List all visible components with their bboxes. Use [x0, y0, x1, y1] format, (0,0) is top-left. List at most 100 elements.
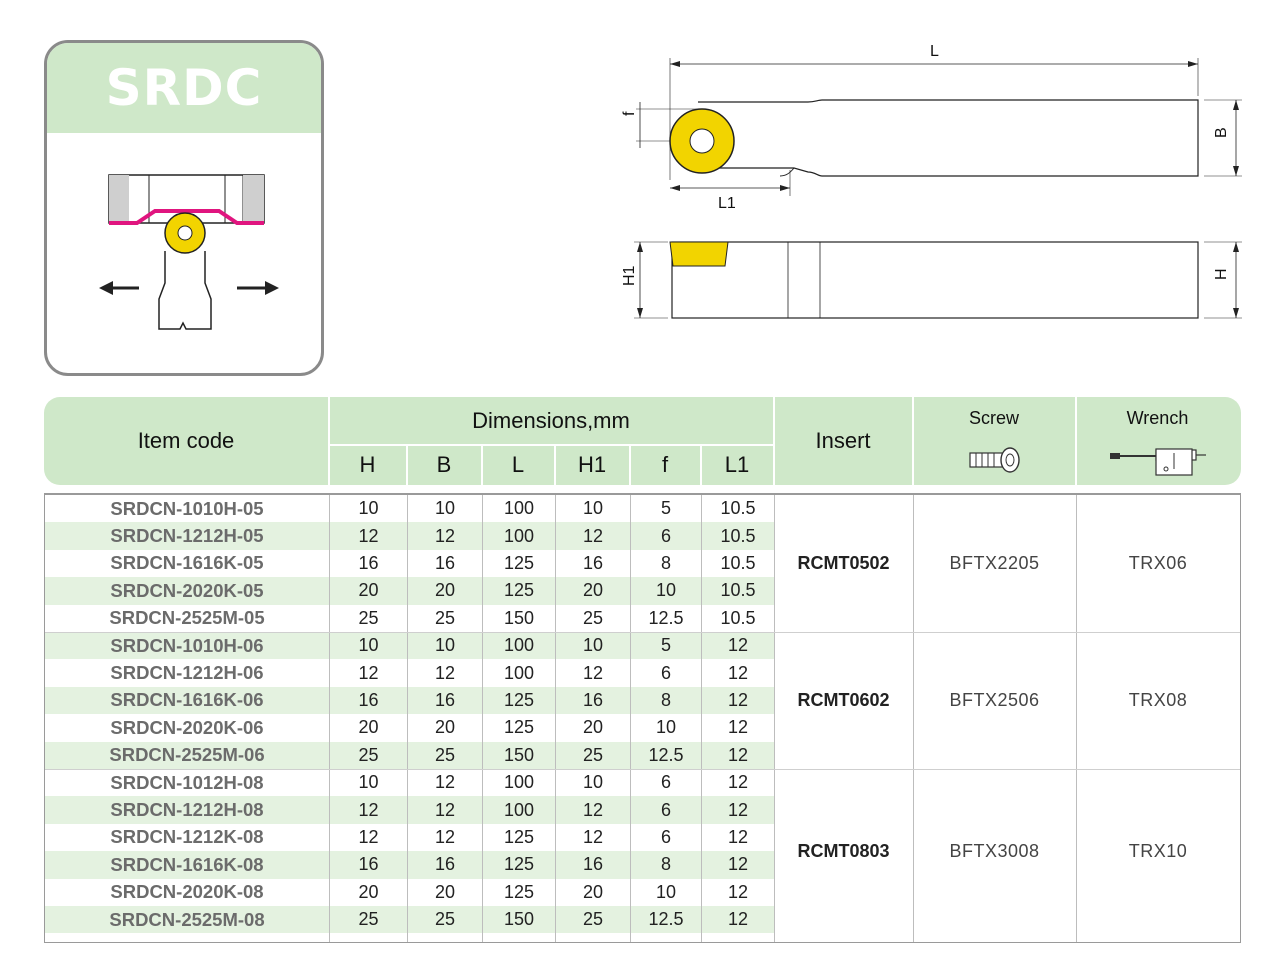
- dimension-cell: 20: [582, 580, 604, 601]
- dimension-cell: 16: [358, 552, 379, 573]
- item-code-cell: SRDCN-2525M-08: [109, 908, 265, 930]
- dimension-cell: 10.5: [720, 525, 756, 546]
- insert-cell: RCMT0502: [797, 553, 890, 573]
- screw-cell: BFTX3008: [949, 840, 1040, 861]
- header-item-code: Item code: [137, 428, 235, 453]
- dimension-cell: 12: [434, 826, 456, 847]
- item-code-cell: SRDCN-1212H-05: [110, 525, 264, 547]
- dimension-cell: 10.5: [720, 552, 756, 573]
- dimension-cell: 125: [503, 881, 535, 902]
- dimension-cell: 125: [503, 552, 535, 573]
- dimension-cell: 10: [655, 717, 677, 738]
- item-code-cell: SRDCN-1616K-08: [110, 853, 264, 875]
- header-col-L: L: [511, 452, 525, 477]
- dimension-cell: 5: [660, 498, 671, 519]
- dimension-cell: 25: [582, 744, 604, 765]
- dim-label-H1: H1: [621, 265, 638, 286]
- dimension-cell: 16: [582, 552, 604, 573]
- dimension-cell: 8: [660, 854, 671, 875]
- dimension-cell: 125: [503, 580, 535, 601]
- dimension-cell: 8: [660, 689, 671, 710]
- dimension-cell: 16: [434, 689, 456, 710]
- dimension-cell: 100: [503, 498, 535, 519]
- item-code-cell: SRDCN-1616K-05: [110, 552, 264, 574]
- wrench-cell: TRX10: [1128, 840, 1188, 861]
- dimension-cell: 25: [582, 607, 604, 628]
- dimension-cell: 25: [358, 607, 379, 628]
- dimension-cell: 10.5: [720, 580, 756, 601]
- dimension-cell: 12: [727, 635, 749, 656]
- dimension-cell: 100: [503, 772, 535, 793]
- dimension-cell: 6: [660, 525, 671, 546]
- dim-label-L1: L1: [718, 195, 736, 212]
- item-code-cell: SRDCN-2020K-06: [110, 716, 264, 738]
- dimension-cell: 12: [358, 525, 379, 546]
- dim-label-f: f: [621, 111, 638, 116]
- wrench-cell: TRX06: [1128, 553, 1188, 573]
- dimension-cell: 6: [660, 799, 671, 820]
- dimension-cell: 10: [582, 772, 604, 793]
- dimension-cell: 10: [655, 881, 677, 902]
- dimension-cell: 10: [434, 498, 456, 519]
- dim-label-H: H: [1213, 268, 1230, 280]
- dimension-cell: 150: [503, 607, 535, 628]
- dimension-cell: 10.5: [720, 607, 756, 628]
- dimension-cell: 10: [582, 498, 604, 519]
- dimension-cell: 12: [727, 881, 749, 902]
- dimension-cell: 100: [503, 799, 535, 820]
- dimension-cell: 20: [434, 580, 456, 601]
- dim-label-L: L: [930, 43, 939, 60]
- dimension-cell: 16: [434, 854, 456, 875]
- dimension-cell: 12: [727, 744, 749, 765]
- item-code-cell: SRDCN-2020K-08: [110, 881, 264, 903]
- dimension-cell: 20: [434, 881, 456, 902]
- dimension-cell: 10.5: [720, 498, 756, 519]
- dimension-cell: 12: [434, 772, 456, 793]
- dimension-cell: 16: [358, 689, 379, 710]
- dimension-cell: 6: [660, 662, 671, 683]
- dimension-cell: 16: [582, 689, 604, 710]
- dim-label-B: B: [1213, 127, 1230, 138]
- holder-dimension-drawing: L f L1 B H1 H: [621, 43, 1242, 319]
- wrench-icon: [1110, 448, 1206, 476]
- dimension-cell: 100: [503, 662, 535, 683]
- dimension-cell: 12: [727, 826, 749, 847]
- dimension-cell: 12: [727, 772, 749, 793]
- item-code-cell: SRDCN-2020K-05: [110, 579, 264, 601]
- item-code-cell: SRDCN-1212H-08: [110, 799, 264, 821]
- dimension-cell: 25: [358, 909, 379, 930]
- dimension-cell: 12: [727, 717, 749, 738]
- dimension-cell: 10: [358, 635, 379, 656]
- dimension-cell: 10: [655, 580, 677, 601]
- dimension-cell: 150: [503, 909, 535, 930]
- screw-cell: BFTX2205: [949, 553, 1040, 573]
- dimension-cell: 25: [434, 744, 456, 765]
- dimension-cell: 10: [358, 772, 379, 793]
- dimension-cell: 25: [434, 909, 456, 930]
- item-code-cell: SRDCN-1012H-08: [110, 771, 264, 793]
- dimension-cell: 10: [582, 635, 604, 656]
- dimension-cell: 20: [582, 717, 604, 738]
- insert-cell: RCMT0803: [797, 840, 890, 861]
- dimension-cell: 100: [503, 525, 535, 546]
- dimension-cell: 20: [434, 717, 456, 738]
- item-code-cell: SRDCN-1616K-06: [110, 689, 264, 711]
- header-col-L1: L1: [724, 452, 750, 477]
- card-title: SRDC: [105, 59, 263, 117]
- dimension-cell: 12: [358, 799, 379, 820]
- item-code-cell: SRDCN-1010H-06: [110, 634, 264, 656]
- tool-type-card: SRDC: [44, 40, 324, 376]
- dimension-cell: 125: [503, 717, 535, 738]
- dimension-cell: 12: [727, 909, 749, 930]
- dimension-cell: 20: [358, 717, 379, 738]
- dimension-cell: 12: [582, 662, 604, 683]
